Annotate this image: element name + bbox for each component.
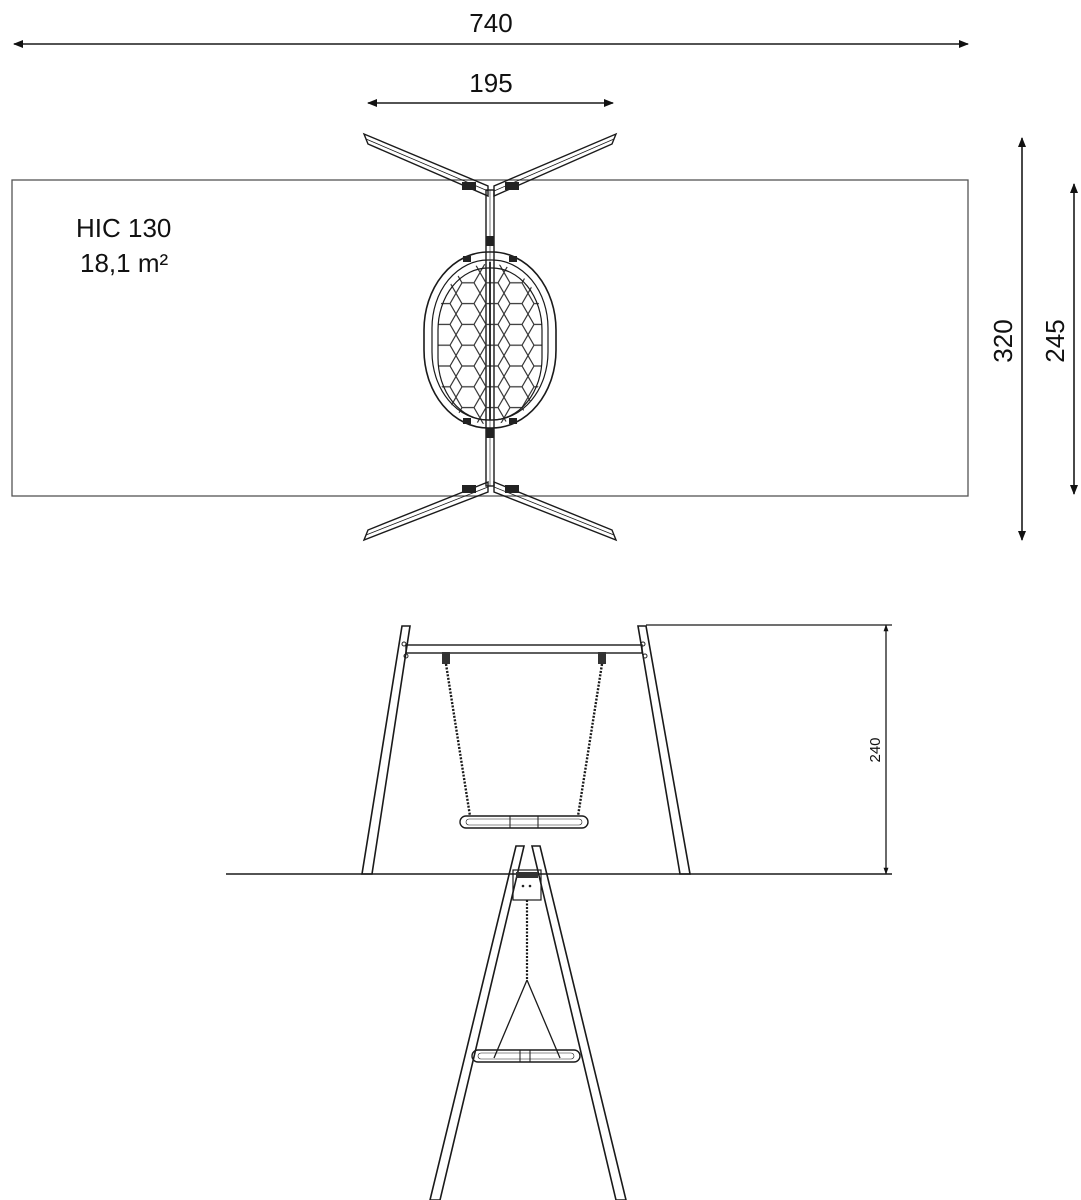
dimension-swing-depth: 245 [1040,183,1078,495]
side-nest-seat [471,1049,581,1063]
area-label: 18,1 m² [80,248,168,278]
front-chains [444,663,604,817]
dimension-frame-width-label: 195 [469,68,512,98]
front-left-post [361,625,411,875]
dimension-frame-width: 195 [367,68,614,107]
plan-nest-seat [423,251,557,429]
front-elevation-view: 240 [226,624,892,875]
dimension-overall-depth-label: 320 [988,319,1018,362]
plan-view: HIC 130 18,1 m² [11,132,969,542]
front-right-post [637,625,691,875]
dimension-overall-depth: 320 [988,137,1026,541]
dimension-swing-depth-label: 245 [1040,319,1070,362]
dimension-height-label: 240 [867,737,884,762]
dimension-overall-width-label: 740 [469,8,512,38]
hic-label: HIC 130 [76,213,171,243]
dimension-overall-width: 740 [13,8,969,48]
side-elevation-view [429,845,627,1200]
front-nest-seat [459,815,589,829]
front-top-beam [405,644,643,654]
